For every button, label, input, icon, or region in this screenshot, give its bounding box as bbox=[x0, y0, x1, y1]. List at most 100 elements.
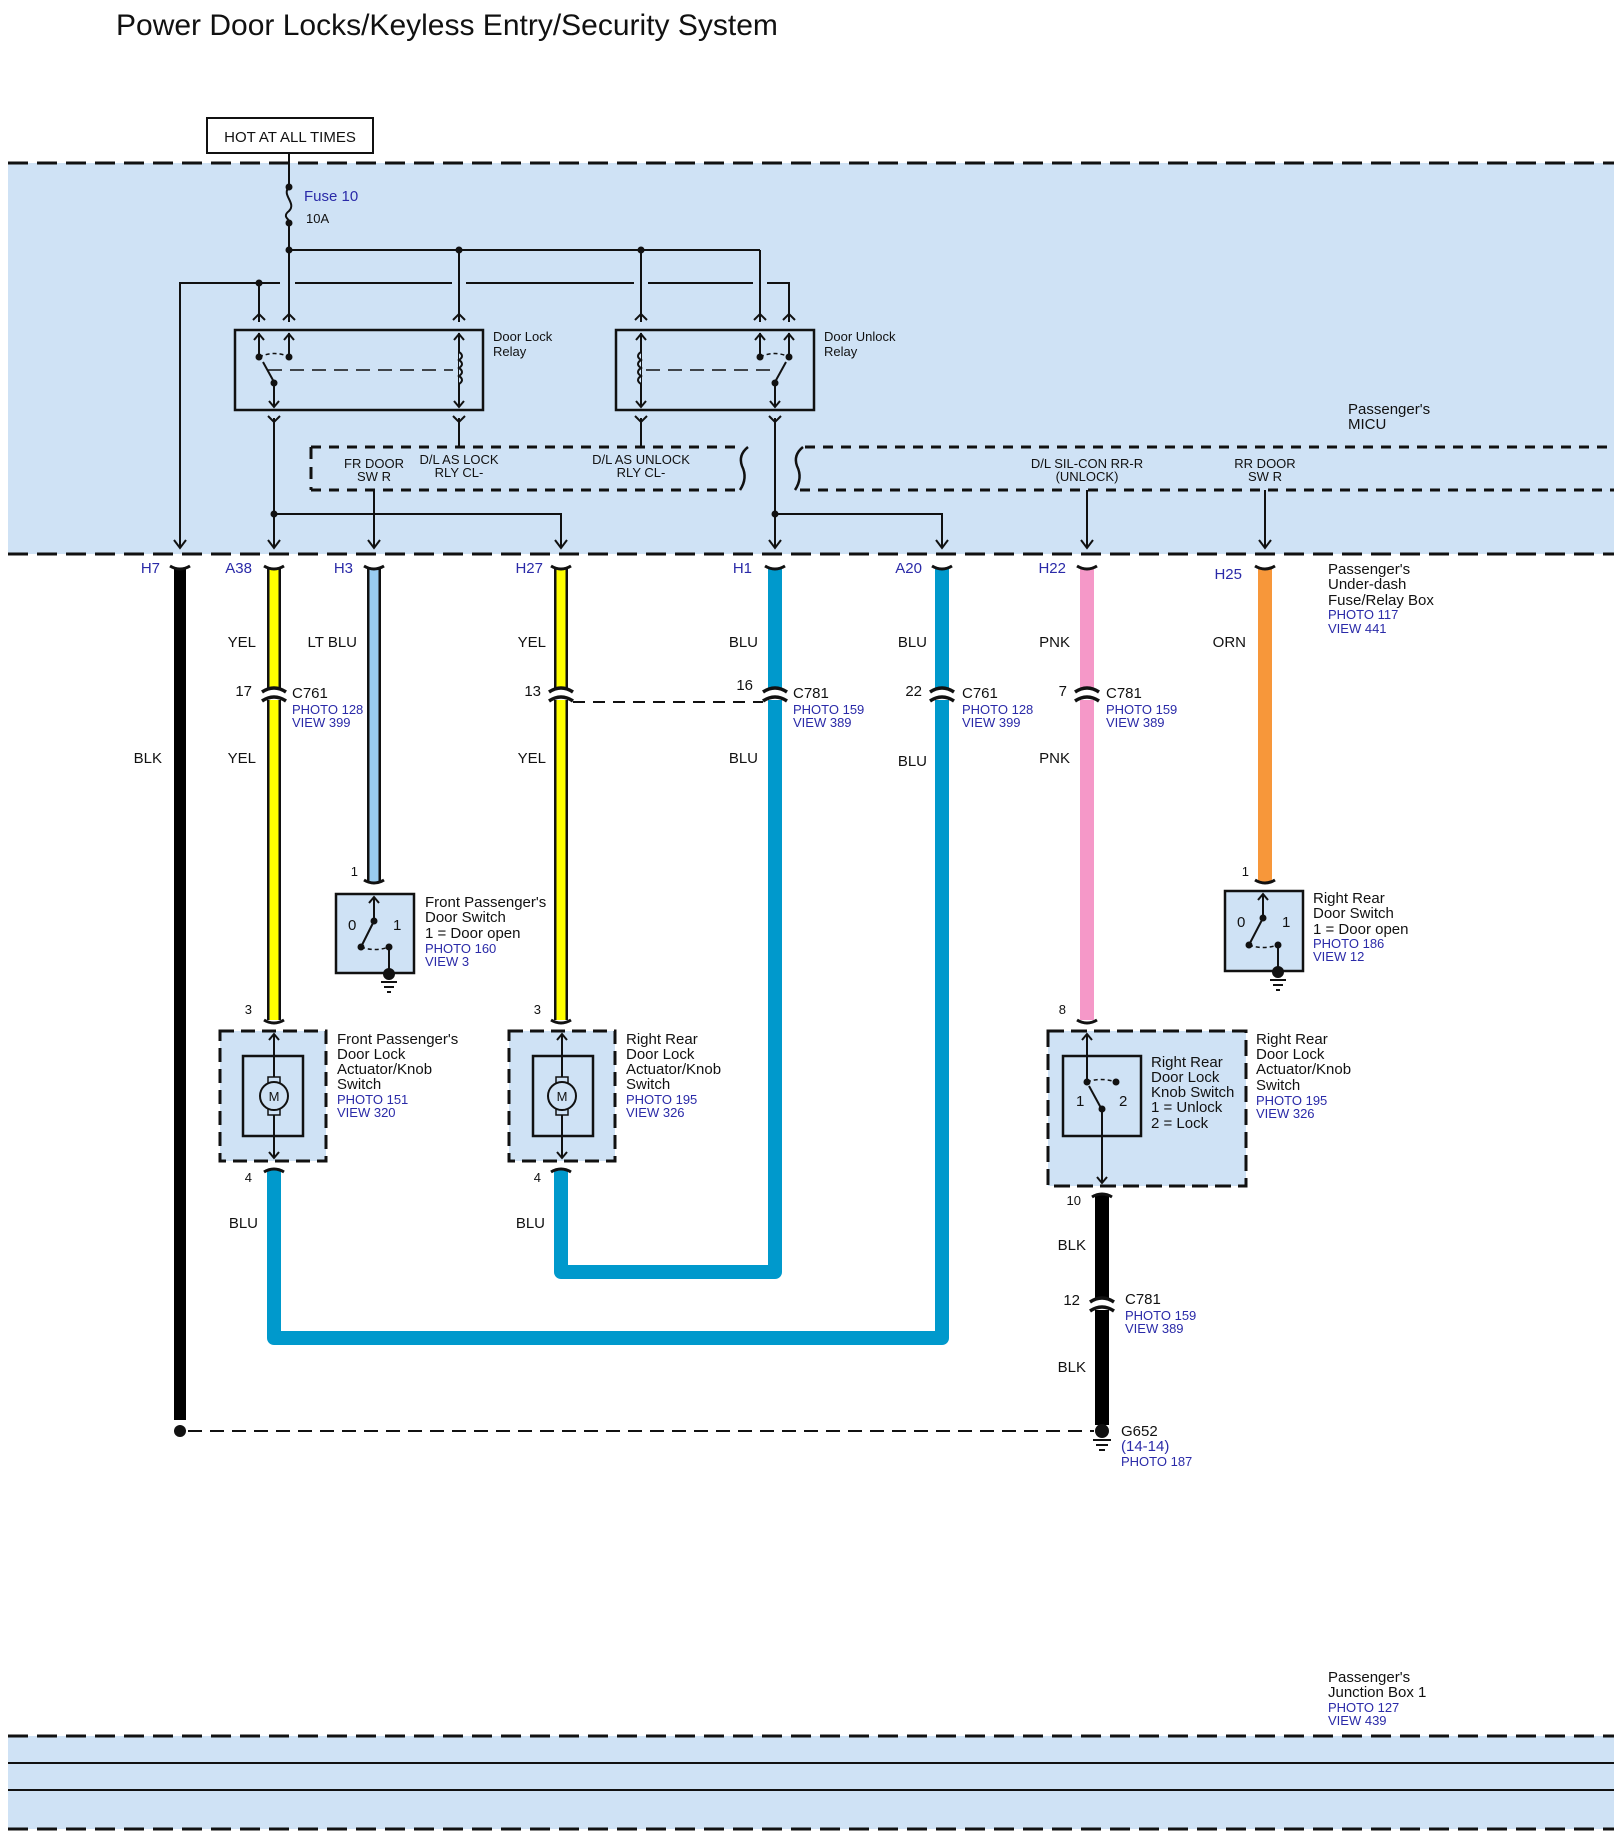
connector-pin: 22 bbox=[905, 683, 922, 700]
component-photo-ref[interactable]: PHOTO 195 bbox=[626, 1092, 697, 1107]
knob-inner-label-4: 1 = Unlock bbox=[1151, 1099, 1223, 1116]
color-h1-lower: BLU bbox=[729, 750, 758, 767]
connector-pin: 13 bbox=[524, 683, 541, 700]
fuse-10: Fuse 10 10A bbox=[284, 153, 358, 322]
pin-caps bbox=[169, 564, 1276, 571]
connector-photo-ref[interactable]: PHOTO 159 bbox=[1125, 1308, 1196, 1323]
wire-h1-blu bbox=[554, 568, 782, 1279]
ground-wire-color-lower: BLK bbox=[1058, 1359, 1086, 1376]
component-label-2: Door Switch bbox=[425, 909, 506, 926]
component-view-ref[interactable]: VIEW 326 bbox=[626, 1105, 685, 1120]
wire-color-labels: YEL LT BLU YEL BLU BLU PNK ORN BLK YEL Y… bbox=[134, 634, 1246, 770]
micu-terminal-unlock-2: RLY CL- bbox=[617, 465, 666, 480]
connector-photo-ref[interactable]: PHOTO 128 bbox=[962, 702, 1033, 717]
component-label-2: Door Switch bbox=[1313, 905, 1394, 922]
component-label-1: Right Rear bbox=[1256, 1031, 1328, 1048]
color-a38: YEL bbox=[228, 634, 256, 651]
connector-photo-ref[interactable]: PHOTO 159 bbox=[1106, 702, 1177, 717]
component-label-3: Actuator/Knob bbox=[1256, 1061, 1351, 1078]
fuse-box-label-3: Fuse/Relay Box bbox=[1328, 592, 1434, 609]
power-source-box: HOT AT ALL TIMES bbox=[206, 117, 374, 154]
component-label-3: Actuator/Knob bbox=[337, 1061, 432, 1078]
micu-label-1: Passenger's bbox=[1348, 401, 1430, 418]
power-bus bbox=[285, 246, 761, 322]
connector-name: C781 bbox=[1106, 685, 1142, 702]
actuator-pin-bottom: 4 bbox=[534, 1170, 541, 1185]
inline-connectors: 17 C761 PHOTO 128 VIEW 399 13 16 C781 PH… bbox=[235, 677, 1196, 1336]
connector-pin: 17 bbox=[235, 683, 252, 700]
component-label-4: Switch bbox=[337, 1076, 381, 1093]
component-photo-ref[interactable]: PHOTO 160 bbox=[425, 941, 496, 956]
pin-h1: H1 bbox=[733, 560, 752, 577]
fuse-relay-box-region bbox=[8, 161, 1614, 556]
motor-icon: M bbox=[259, 1076, 289, 1116]
component-label-1: Right Rear bbox=[1313, 890, 1385, 907]
component-label-3: 1 = Door open bbox=[1313, 921, 1409, 938]
component-view-ref[interactable]: VIEW 320 bbox=[337, 1105, 396, 1120]
break-mark-icon bbox=[793, 446, 804, 491]
pin-a20: A20 bbox=[895, 560, 922, 577]
fuse-box-view-ref[interactable]: VIEW 441 bbox=[1328, 621, 1387, 636]
knob-inner-label-3: Knob Switch bbox=[1151, 1084, 1234, 1101]
motor-label: M bbox=[269, 1089, 280, 1104]
color-h3: LT BLU bbox=[308, 634, 357, 651]
knob-pos-2: 2 bbox=[1119, 1093, 1127, 1110]
component-photo-ref[interactable]: PHOTO 195 bbox=[1256, 1093, 1327, 1108]
color-h27-lower: YEL bbox=[518, 750, 546, 767]
ground-icon bbox=[381, 981, 397, 993]
connector-view-ref[interactable]: VIEW 399 bbox=[962, 715, 1021, 730]
junction-box-photo-ref[interactable]: PHOTO 127 bbox=[1328, 1700, 1399, 1715]
fuse-box-photo-ref[interactable]: PHOTO 117 bbox=[1328, 607, 1398, 622]
color-h7: BLK bbox=[134, 750, 162, 767]
component-label-4: Switch bbox=[626, 1076, 670, 1093]
actuator-pin-bottom: 4 bbox=[245, 1170, 252, 1185]
micu-terminal-lock-1: D/L AS LOCK bbox=[420, 452, 499, 467]
component-label-2: Door Lock bbox=[1256, 1046, 1325, 1063]
switch-pin: 1 bbox=[1242, 864, 1249, 879]
component-label-3: Actuator/Knob bbox=[626, 1061, 721, 1078]
right-rear-door-switch: 1 0 1 Right Rear Door Switch 1 = Door op… bbox=[1223, 864, 1409, 991]
break-mark-icon bbox=[738, 446, 749, 491]
component-label-3: 1 = Door open bbox=[425, 925, 521, 942]
connector-view-ref[interactable]: VIEW 389 bbox=[1106, 715, 1165, 730]
connector-c781-ground: 12 C781 PHOTO 159 VIEW 389 bbox=[1063, 1291, 1196, 1336]
ground-icon bbox=[1093, 1439, 1111, 1451]
ground-photo-ref[interactable]: PHOTO 187 bbox=[1121, 1454, 1192, 1469]
micu-terminal-fr-door-2: SW R bbox=[357, 469, 391, 484]
connector-photo-ref[interactable]: PHOTO 159 bbox=[793, 702, 864, 717]
component-view-ref[interactable]: VIEW 12 bbox=[1313, 949, 1364, 964]
micu-terminal-silcon-2: (UNLOCK) bbox=[1056, 469, 1119, 484]
component-label-1: Front Passenger's bbox=[425, 894, 546, 911]
connector-view-ref[interactable]: VIEW 399 bbox=[292, 715, 351, 730]
wire-a20-blu bbox=[267, 568, 949, 1345]
fuse-box-label: Passenger's Under-dash Fuse/Relay Box PH… bbox=[1328, 561, 1434, 636]
right-rear-knob-switch: 8 1 2 Right Rear Door Lock Knob Switch 1… bbox=[1046, 1002, 1351, 1376]
component-photo-ref[interactable]: PHOTO 186 bbox=[1313, 936, 1384, 951]
component-view-ref[interactable]: VIEW 3 bbox=[425, 954, 469, 969]
connector-c781-h1: 16 C781 PHOTO 159 VIEW 389 bbox=[736, 677, 864, 730]
actuator-pin-top: 3 bbox=[245, 1002, 252, 1017]
motor-icon: M bbox=[547, 1076, 577, 1116]
connector-photo-ref[interactable]: PHOTO 128 bbox=[292, 702, 363, 717]
connector-view-ref[interactable]: VIEW 389 bbox=[1125, 1321, 1184, 1336]
door-lock-relay: Door Lock Relay bbox=[233, 312, 553, 424]
component-photo-ref[interactable]: PHOTO 151 bbox=[337, 1092, 408, 1107]
color-h1: BLU bbox=[729, 634, 758, 651]
door-unlock-relay: Door Unlock Relay bbox=[614, 312, 896, 424]
connector-c761-a38: 17 C761 PHOTO 128 VIEW 399 bbox=[235, 683, 363, 730]
junction-box-view-ref[interactable]: VIEW 439 bbox=[1328, 1713, 1387, 1728]
knob-inner-label-1: Right Rear bbox=[1151, 1054, 1223, 1071]
color-h25: ORN bbox=[1213, 634, 1246, 651]
ground-g652: G652 (14-14) PHOTO 187 bbox=[174, 1423, 1192, 1469]
knob-inner-label-2: Door Lock bbox=[1151, 1069, 1220, 1086]
front-passenger-door-lock-actuator: 3 M 4 BLU Front Passenger's Door Lock Ac… bbox=[218, 1002, 458, 1232]
color-h22-lower: PNK bbox=[1039, 750, 1070, 767]
component-view-ref[interactable]: VIEW 326 bbox=[1256, 1106, 1315, 1121]
micu-box: FR DOOR SW R D/L AS LOCK RLY CL- D/L AS … bbox=[309, 401, 1614, 492]
connector-view-ref[interactable]: VIEW 389 bbox=[793, 715, 852, 730]
right-rear-door-lock-actuator: 3 M 4 BLU Right Rear Door Lock Actuator/… bbox=[507, 1002, 721, 1232]
power-source-label: HOT AT ALL TIMES bbox=[224, 129, 356, 146]
fuse-box-label-2: Under-dash bbox=[1328, 576, 1406, 593]
color-a20-lower: BLU bbox=[898, 753, 927, 770]
